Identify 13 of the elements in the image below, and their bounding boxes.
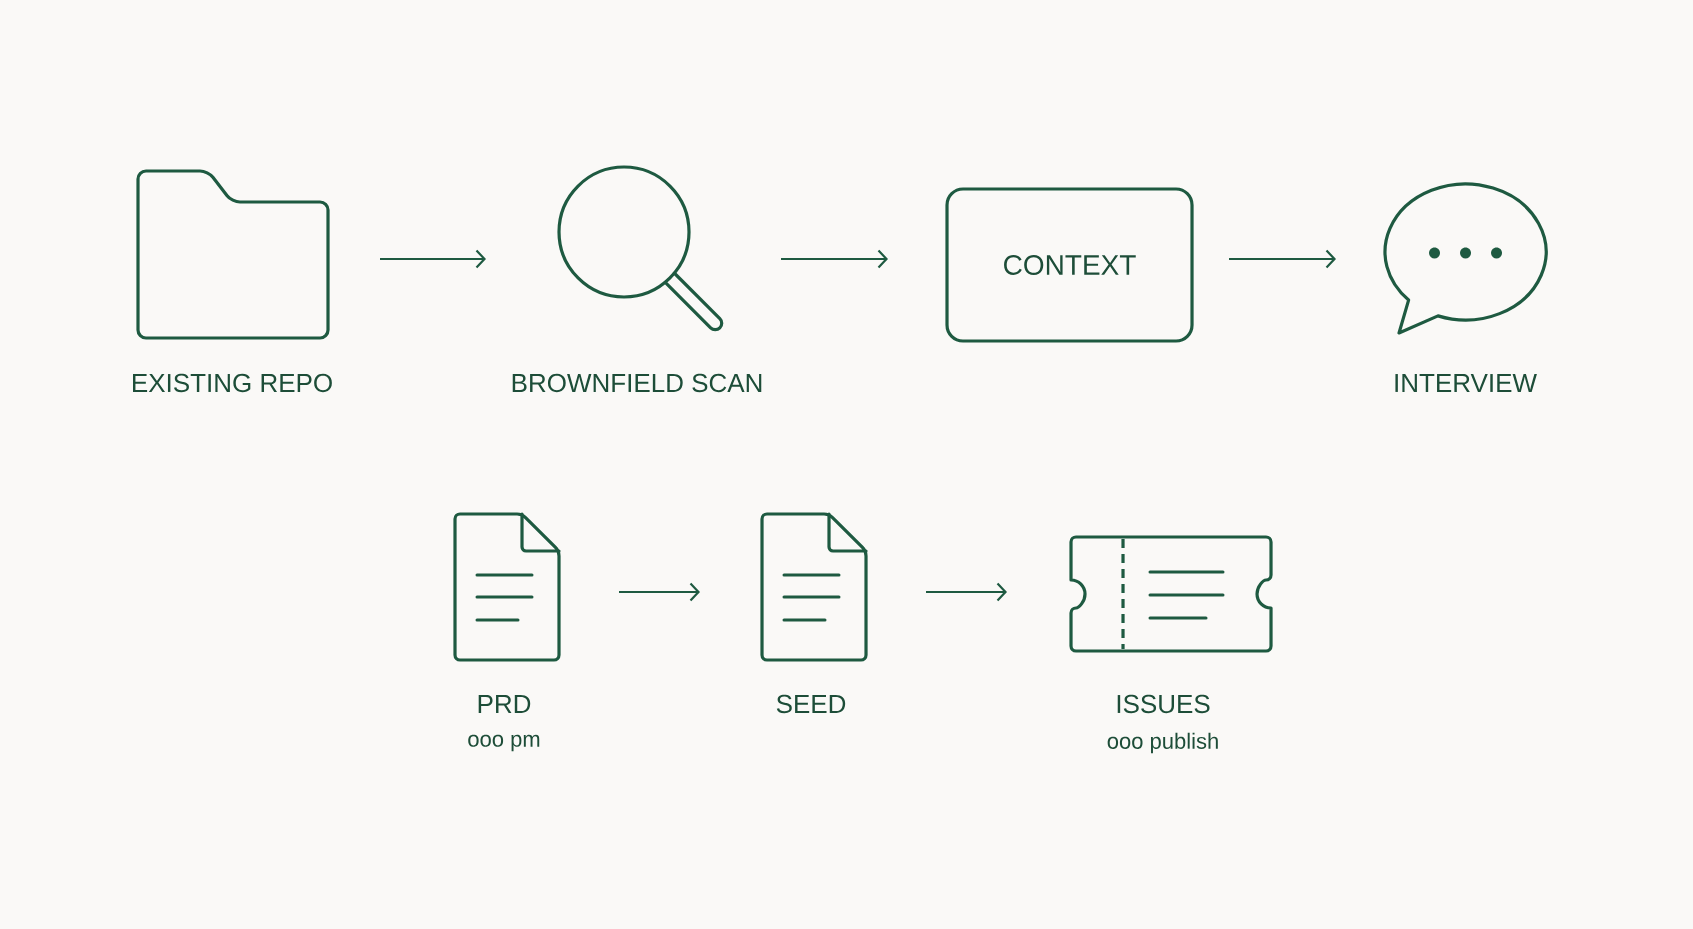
node-subtitle: ooo pm — [468, 734, 540, 752]
arrow — [619, 582, 700, 602]
node-label: SEED — [776, 694, 846, 714]
arrow — [926, 582, 1008, 602]
node-label: BROWNFIELD SCAN — [512, 373, 762, 393]
arrow — [1229, 249, 1337, 269]
node-label: INTERVIEW — [1395, 374, 1537, 392]
node-label: PRD — [478, 695, 531, 713]
arrow — [781, 249, 888, 269]
process-box: CONTEXT — [945, 187, 1194, 343]
node-label: EXISTING REPO — [133, 373, 332, 393]
node-label: ISSUES — [1117, 694, 1210, 714]
node-subtitle: ooo publish — [1107, 732, 1218, 754]
